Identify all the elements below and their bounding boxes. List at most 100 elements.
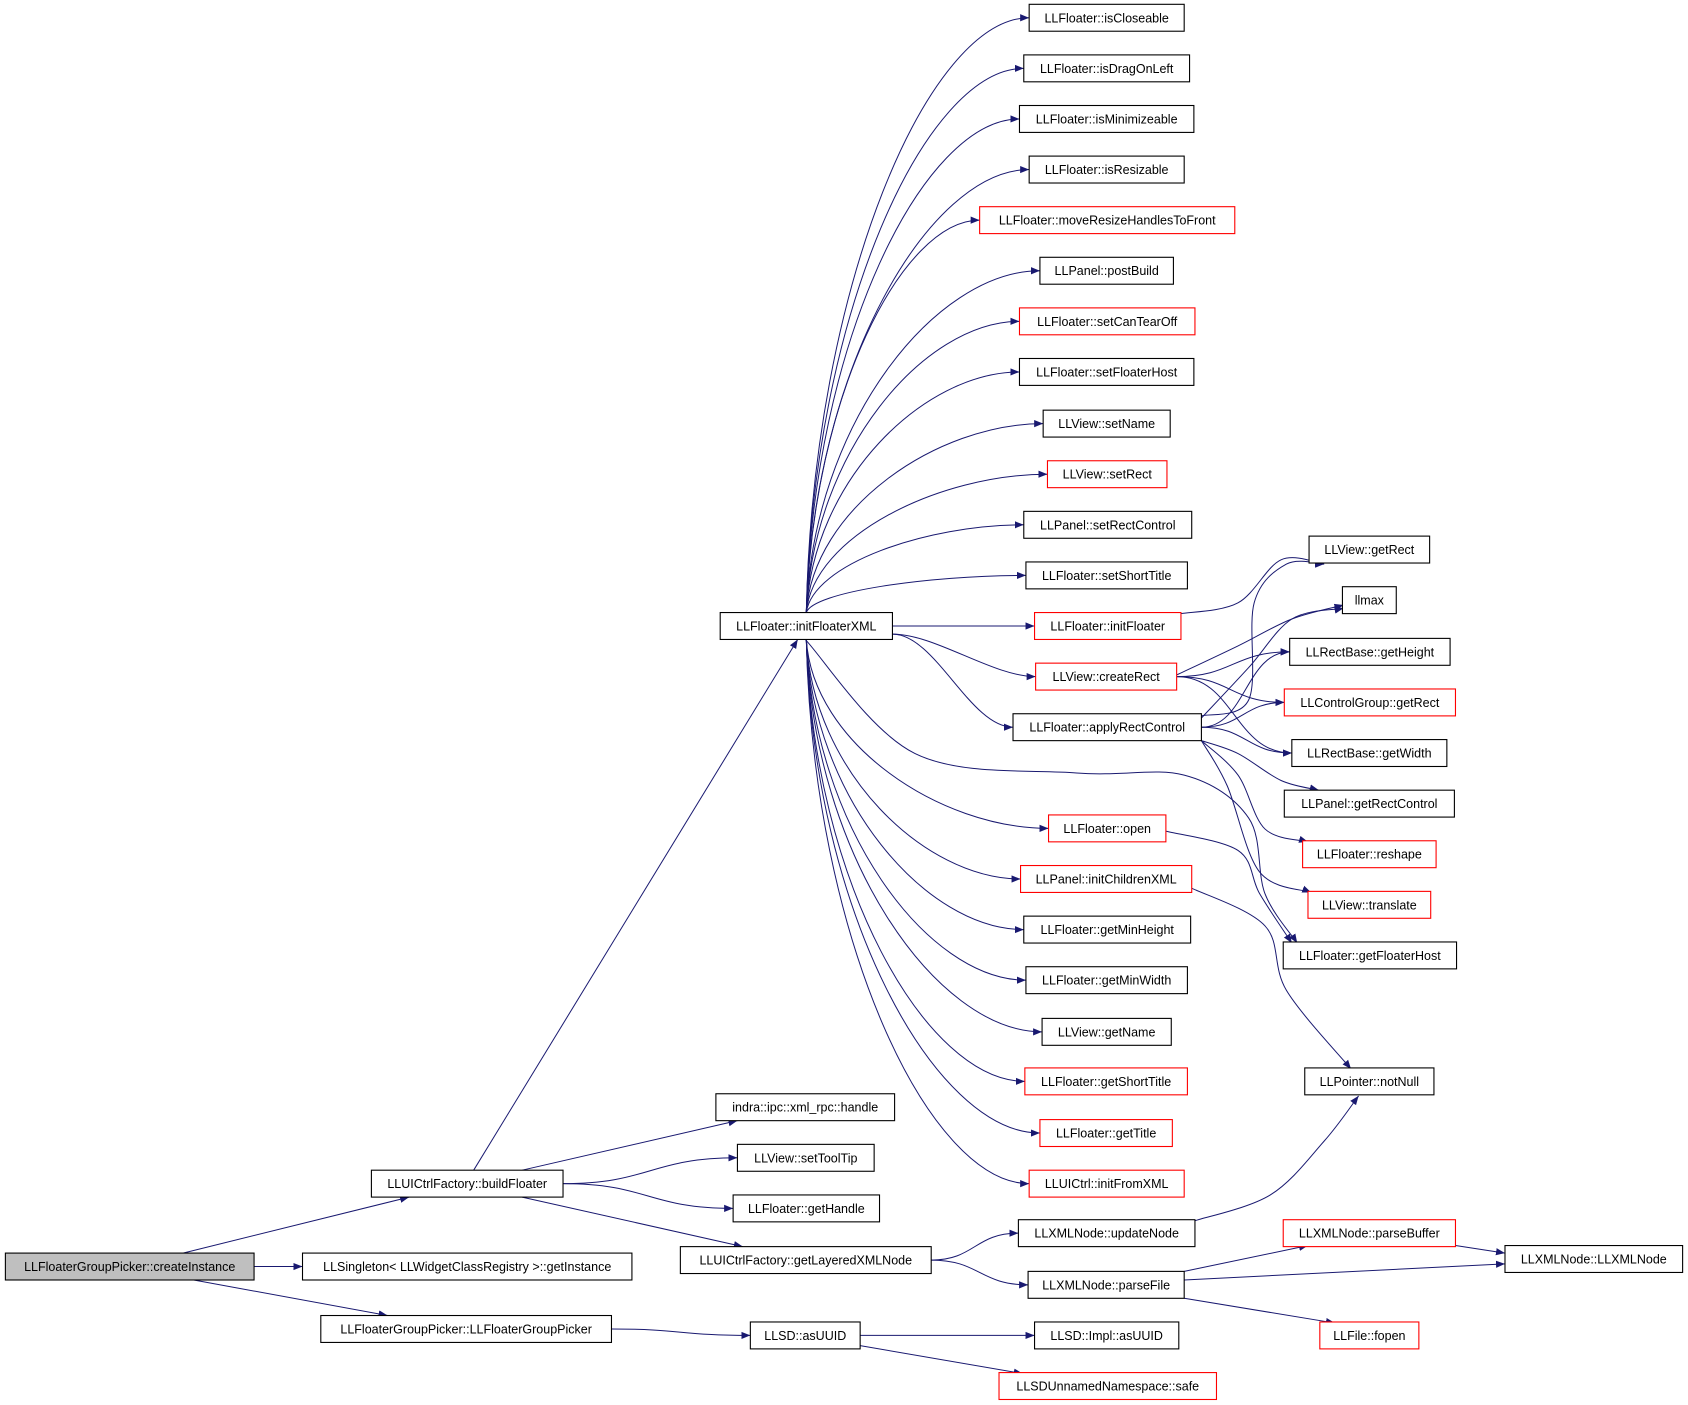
node-box-setCanTearOff — [1018, 307, 1196, 336]
node-createRect[interactable]: LLView::createRect — [1035, 662, 1178, 691]
node-label-moveResize: LLFloater::moveResizeHandlesToFront — [999, 214, 1216, 228]
node-box-applyRectControl — [1012, 713, 1202, 742]
node-label-safe: LLSDUnnamedNamespace::safe — [1016, 1380, 1199, 1394]
edge-initFloaterXML-to-postBuild — [805, 267, 1040, 613]
node-getWidth[interactable]: LLRectBase::getWidth — [1291, 739, 1448, 768]
node-box-getShortTitle — [1024, 1067, 1188, 1096]
node-box-xmlrpc — [715, 1093, 896, 1122]
node-box-getHandle — [732, 1194, 881, 1223]
node-getRectControl[interactable]: LLPanel::getRectControl — [1283, 789, 1455, 818]
node-label-postBuild: LLPanel::postBuild — [1055, 264, 1159, 278]
node-box-getMinHeight — [1023, 915, 1192, 944]
node-getName[interactable]: LLView::getName — [1041, 1017, 1172, 1046]
node-label-initChildrenXML: LLPanel::initChildrenXML — [1036, 872, 1177, 886]
node-applyRectControl[interactable]: LLFloater::applyRectControl — [1012, 713, 1202, 742]
node-isCloseable[interactable]: LLFloater::isCloseable — [1028, 3, 1185, 32]
node-open[interactable]: LLFloater::open — [1047, 814, 1167, 843]
edge-parseFile-to-fopen — [1184, 1297, 1335, 1326]
node-label-parseBuffer: LLXMLNode::parseBuffer — [1299, 1227, 1440, 1241]
node-llmax[interactable]: llmax — [1341, 586, 1397, 615]
node-notNull[interactable]: LLPointer::notNull — [1304, 1067, 1435, 1096]
edge-ctor-to-asUUID — [611, 1328, 751, 1340]
node-isMinimizeable[interactable]: LLFloater::isMinimizeable — [1018, 104, 1195, 133]
edge-initFloaterXML-to-setRect — [805, 470, 1048, 613]
node-parseBuffer[interactable]: LLXMLNode::parseBuffer — [1282, 1219, 1457, 1248]
node-moveResize[interactable]: LLFloater::moveResizeHandlesToFront — [979, 206, 1236, 235]
node-box-open — [1047, 814, 1167, 843]
node-getFloaterHost[interactable]: LLFloater::getFloaterHost — [1282, 941, 1458, 970]
node-box-getLayeredXMLNode — [679, 1246, 932, 1275]
node-buildFloater[interactable]: LLUICtrlFactory::buildFloater — [370, 1169, 564, 1198]
node-isDragOnLeft[interactable]: LLFloater::isDragOnLeft — [1023, 54, 1191, 83]
node-box-postBuild — [1039, 256, 1174, 285]
edge-initFloaterXML-to-getTitle — [805, 639, 1040, 1137]
node-box-getName — [1041, 1017, 1172, 1046]
node-implAsUUID[interactable]: LLSD::Impl::asUUID — [1033, 1321, 1180, 1350]
edge-createInstance-to-buildFloater — [182, 1195, 410, 1254]
node-box-setToolTip — [736, 1143, 875, 1172]
node-safe[interactable]: LLSDUnnamedNamespace::safe — [998, 1372, 1218, 1401]
node-label-applyRectControl: LLFloater::applyRectControl — [1029, 721, 1185, 735]
node-xmlNodeCtor[interactable]: LLXMLNode::LLXMLNode — [1504, 1244, 1684, 1274]
node-getLayeredXMLNode[interactable]: LLUICtrlFactory::getLayeredXMLNode — [679, 1246, 932, 1275]
node-cgGetRect[interactable]: LLControlGroup::getRect — [1283, 688, 1457, 717]
node-getInstance[interactable]: LLSingleton< LLWidgetClassRegistry >::ge… — [301, 1252, 633, 1281]
edge-initFloaterXML-to-isResizable — [805, 165, 1030, 613]
node-getHeight[interactable]: LLRectBase::getHeight — [1289, 637, 1451, 666]
node-getMinHeight[interactable]: LLFloater::getMinHeight — [1023, 915, 1192, 944]
node-getHandle[interactable]: LLFloater::getHandle — [732, 1194, 881, 1223]
edge-initFloaterXML-to-initChildrenXML — [805, 639, 1021, 883]
node-getShortTitle[interactable]: LLFloater::getShortTitle — [1024, 1067, 1188, 1096]
node-label-xmlrpc: indra::ipc::xml_rpc::handle — [732, 1101, 878, 1115]
node-getTitle[interactable]: LLFloater::getTitle — [1039, 1119, 1173, 1148]
node-box-llmax — [1341, 586, 1397, 615]
node-setShortTitle[interactable]: LLFloater::setShortTitle — [1025, 561, 1188, 590]
node-box-setShortTitle — [1025, 561, 1188, 590]
node-getRect[interactable]: LLView::getRect — [1308, 535, 1431, 564]
node-box-getFloaterHost — [1282, 941, 1458, 970]
edge-initFloaterXML-to-createRect — [892, 633, 1036, 681]
node-box-initChildrenXML — [1020, 864, 1193, 893]
node-ctor[interactable]: LLFloaterGroupPicker::LLFloaterGroupPick… — [320, 1314, 613, 1343]
node-updateNode[interactable]: LLXMLNode::updateNode — [1017, 1219, 1196, 1248]
node-fopen[interactable]: LLFile::fopen — [1319, 1321, 1420, 1350]
node-setCanTearOff[interactable]: LLFloater::setCanTearOff — [1018, 307, 1196, 336]
node-setRect[interactable]: LLView::setRect — [1046, 460, 1168, 489]
node-xmlrpc[interactable]: indra::ipc::xml_rpc::handle — [715, 1093, 896, 1122]
node-setToolTip[interactable]: LLView::setToolTip — [736, 1143, 875, 1172]
node-box-initFloater — [1033, 611, 1182, 641]
node-label-getShortTitle: LLFloater::getShortTitle — [1041, 1075, 1171, 1089]
node-label-buildFloater: LLUICtrlFactory::buildFloater — [387, 1177, 547, 1191]
node-postBuild[interactable]: LLPanel::postBuild — [1039, 256, 1174, 285]
edge-createRect-to-getHeight — [1176, 648, 1290, 678]
node-box-isCloseable — [1028, 3, 1185, 32]
node-getMinWidth[interactable]: LLFloater::getMinWidth — [1025, 966, 1188, 995]
node-box-setRectControl — [1023, 510, 1193, 539]
node-translate[interactable]: LLView::translate — [1307, 890, 1432, 919]
edge-initFloaterXML-to-getMinWidth — [805, 639, 1026, 984]
node-label-xmlNodeCtor: LLXMLNode::LLXMLNode — [1521, 1253, 1667, 1267]
edge-getLayeredXMLNode-to-updateNode — [931, 1229, 1019, 1261]
node-label-setCanTearOff: LLFloater::setCanTearOff — [1037, 315, 1178, 329]
edge-createRect-to-cgGetRect — [1176, 676, 1285, 707]
node-reshape[interactable]: LLFloater::reshape — [1302, 840, 1437, 869]
node-setName[interactable]: LLView::setName — [1042, 409, 1171, 438]
node-box-getHeight — [1289, 637, 1451, 666]
node-setRectControl[interactable]: LLPanel::setRectControl — [1023, 510, 1193, 539]
node-box-xmlNodeCtor — [1504, 1244, 1684, 1274]
node-isResizable[interactable]: LLFloater::isResizable — [1028, 155, 1185, 184]
node-parseFile[interactable]: LLXMLNode::parseFile — [1027, 1270, 1185, 1299]
node-initChildrenXML[interactable]: LLPanel::initChildrenXML — [1020, 864, 1193, 893]
node-label-setName: LLView::setName — [1058, 417, 1155, 431]
node-initFloaterXML[interactable]: LLFloater::initFloaterXML — [719, 611, 893, 641]
node-initFloater[interactable]: LLFloater::initFloater — [1033, 611, 1182, 641]
edge-parseFile-to-xmlNodeCtor — [1184, 1260, 1506, 1281]
node-label-setRect: LLView::setRect — [1063, 468, 1153, 482]
edge-initFloaterXML-to-initFromXML — [805, 639, 1030, 1188]
node-asUUID[interactable]: LLSD::asUUID — [749, 1321, 861, 1350]
node-box-implAsUUID — [1033, 1321, 1180, 1350]
node-box-getInstance — [301, 1252, 633, 1281]
node-initFromXML[interactable]: LLUICtrl::initFromXML — [1028, 1169, 1185, 1198]
edge-getLayeredXMLNode-to-parseFile — [931, 1259, 1029, 1289]
node-setFloaterHost[interactable]: LLFloater::setFloaterHost — [1018, 357, 1195, 386]
